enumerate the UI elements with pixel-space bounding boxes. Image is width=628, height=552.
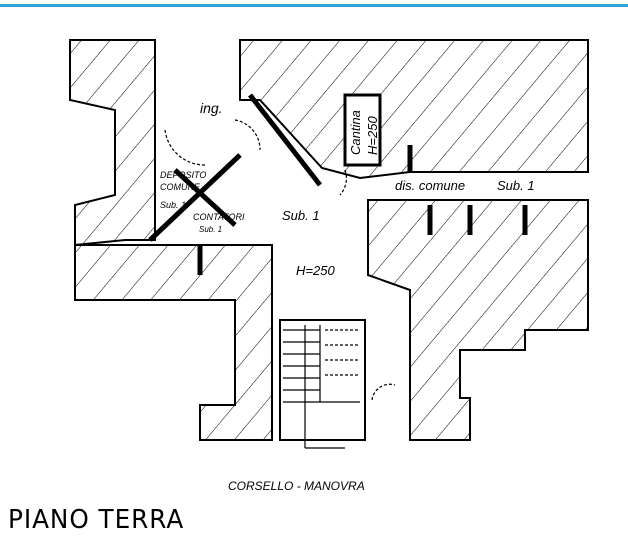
room-cantina [343,93,382,167]
label-corsello: CORSELLO - MANOVRA [228,479,365,493]
wall-mass-left [69,39,156,247]
label-contatori-sub: Sub. 1 [199,225,222,234]
label-cantina: Cantina [348,110,363,155]
label-dis-comune: dis. comune [395,178,465,193]
label-deposito-1: DEPOSITO [160,170,206,180]
door-swings [164,119,396,401]
label-ing: ing. [200,100,223,116]
floor-title: PIANO TERRA [8,505,185,535]
interior-walls [148,93,528,275]
label-deposito-3: Sub. 1 [160,200,186,210]
wall-mass-top [239,39,589,180]
label-deposito-2: COMUNE [160,182,201,192]
label-height: H=250 [296,263,335,278]
stairwell [279,319,366,441]
label-cantina-height: H=250 [365,116,380,155]
label-dis-sub1: Sub. 1 [497,178,535,193]
stairs [283,325,360,449]
wall-mass-lower-left [74,244,273,441]
wall-mass-right [367,199,589,441]
label-sub1-center: Sub. 1 [282,208,320,223]
top-accent-bar [0,4,628,7]
label-contatori: CONTATORI [193,212,245,222]
